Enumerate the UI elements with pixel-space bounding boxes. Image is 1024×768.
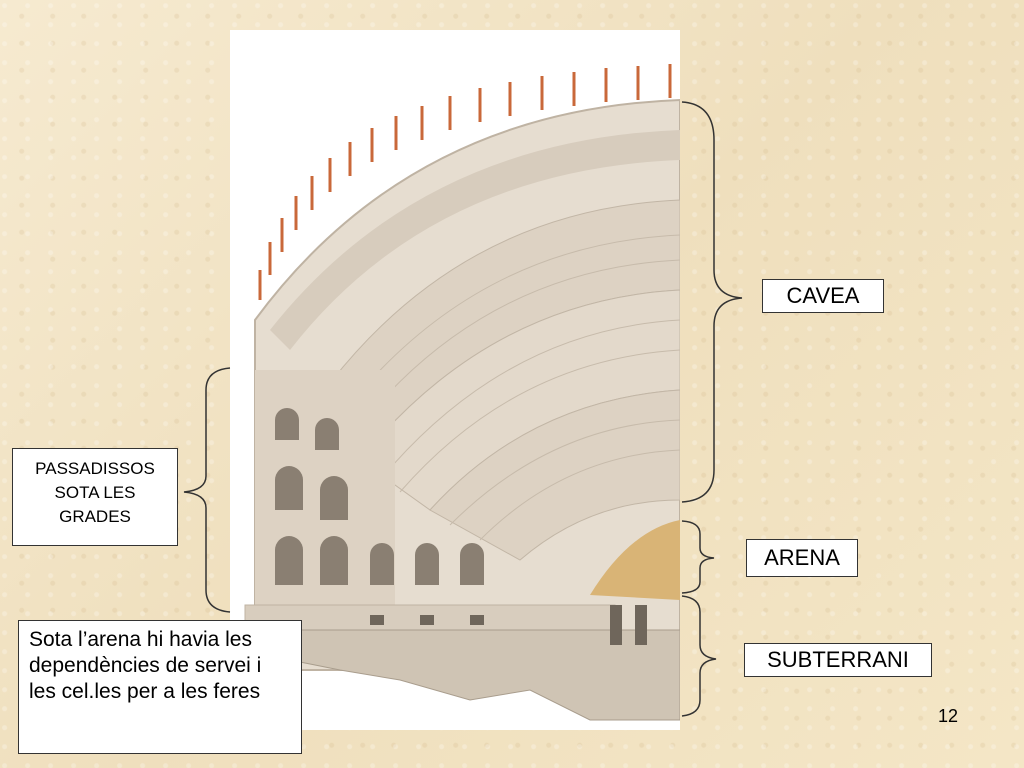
note-text-box: Sota l’arena hi havia les dependències d… [18, 620, 302, 754]
cavea-label: CAVEA [762, 279, 884, 313]
subterrani-brace [681, 595, 717, 717]
page-number: 12 [938, 706, 959, 726]
passadissos-label: PASSADISSOS SOTA LES GRADES [12, 448, 178, 546]
arena-brace [681, 520, 715, 594]
cavea-brace [681, 101, 743, 503]
velarium-poles [258, 64, 672, 300]
colosseum-cutaway-illustration [230, 30, 680, 730]
passadissos-brace [183, 367, 231, 613]
arena-label: ARENA [746, 539, 858, 577]
subterrani-label: SUBTERRANI [744, 643, 932, 677]
